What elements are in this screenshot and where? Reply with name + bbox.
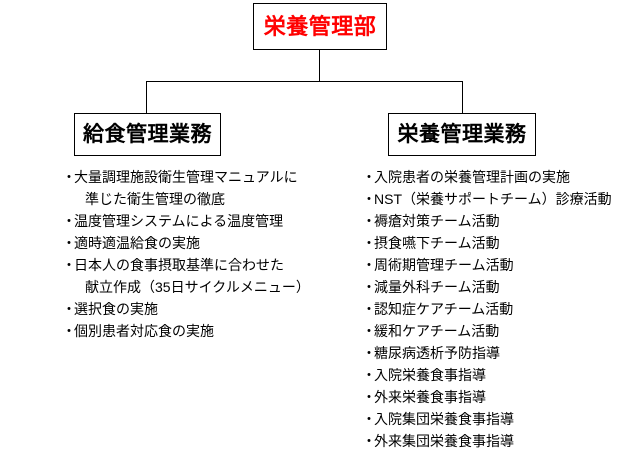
bullet-icon: ・ bbox=[362, 367, 376, 383]
bullet-icon: ・ bbox=[362, 323, 376, 339]
list-item: ・個別患者対応食の実施 bbox=[62, 320, 352, 342]
node-root-label: 栄養管理部 bbox=[263, 13, 377, 39]
list-item: ・適時適温給食の実施 bbox=[62, 232, 352, 254]
list-item: ・入院栄養食事指導 bbox=[362, 364, 626, 386]
list-item: ・日本人の食事摂取基準に合わせた献立作成（35日サイクルメニュー） bbox=[62, 254, 352, 298]
node-root: 栄養管理部 bbox=[253, 3, 387, 50]
list-item: ・緩和ケアチーム活動 bbox=[362, 320, 626, 342]
bullet-icon: ・ bbox=[362, 345, 376, 361]
list-item: ・選択食の実施 bbox=[62, 298, 352, 320]
bullet-icon: ・ bbox=[362, 433, 376, 449]
bullet-icon: ・ bbox=[62, 323, 76, 339]
list-item-text: 周術期管理チーム活動 bbox=[374, 257, 514, 273]
bullet-icon: ・ bbox=[362, 191, 376, 207]
list-item: ・褥瘡対策チーム活動 bbox=[362, 210, 626, 232]
list-item-text: 入院栄養食事指導 bbox=[374, 367, 486, 383]
bullet-icon: ・ bbox=[362, 257, 376, 273]
list-item-text: 外来集団栄養食事指導 bbox=[374, 433, 514, 449]
list-item-text: 糖尿病透析予防指導 bbox=[374, 345, 500, 361]
list-item: ・温度管理システムによる温度管理 bbox=[62, 210, 352, 232]
bullet-icon: ・ bbox=[362, 411, 376, 427]
connector-horizontal-bar bbox=[146, 81, 463, 82]
bullet-icon: ・ bbox=[362, 169, 376, 185]
list-item: ・外来栄養食事指導 bbox=[362, 386, 626, 408]
list-item: ・NST（栄養サポートチーム）診療活動 bbox=[362, 188, 626, 210]
list-item: ・外来集団栄養食事指導 bbox=[362, 430, 626, 452]
list-item-text: 献立作成（35日サイクルメニュー） bbox=[85, 279, 310, 295]
bullet-icon: ・ bbox=[362, 213, 376, 229]
list-item-text: 摂食嚥下チーム活動 bbox=[374, 235, 500, 251]
list-item-text: 日本人の食事摂取基準に合わせた bbox=[74, 257, 284, 273]
list-item: ・入院患者の栄養管理計画の実施 bbox=[362, 166, 626, 188]
bullet-icon: ・ bbox=[62, 169, 76, 185]
node-nutrition-management: 栄養管理業務 bbox=[388, 113, 536, 156]
bullet-icon: ・ bbox=[362, 389, 376, 405]
bullet-icon: ・ bbox=[362, 301, 376, 317]
list-item: ・入院集団栄養食事指導 bbox=[362, 408, 626, 430]
node-meal-service: 給食管理業務 bbox=[74, 113, 221, 156]
list-item: ・摂食嚥下チーム活動 bbox=[362, 232, 626, 254]
bullet-icon: ・ bbox=[62, 301, 76, 317]
bullet-icon: ・ bbox=[62, 257, 76, 273]
bullet-icon: ・ bbox=[62, 235, 76, 251]
list-item-text: 緩和ケアチーム活動 bbox=[374, 323, 500, 339]
list-item-text: 入院集団栄養食事指導 bbox=[374, 411, 514, 427]
list-item-text: 温度管理システムによる温度管理 bbox=[74, 213, 284, 229]
bullet-icon: ・ bbox=[362, 235, 376, 251]
node-nutrition-management-label: 栄養管理業務 bbox=[397, 123, 527, 146]
list-nutrition-management: ・入院患者の栄養管理計画の実施・NST（栄養サポートチーム）診療活動・褥瘡対策チ… bbox=[362, 166, 626, 452]
node-meal-service-label: 給食管理業務 bbox=[83, 123, 212, 146]
bullet-icon: ・ bbox=[362, 279, 376, 295]
connector-right-vertical bbox=[462, 81, 463, 114]
list-item-text: 外来栄養食事指導 bbox=[374, 389, 486, 405]
list-item: ・大量調理施設衛生管理マニュアルに準じた衛生管理の徹底 bbox=[62, 166, 352, 210]
list-item-text: 選択食の実施 bbox=[74, 301, 158, 317]
list-item: ・認知症ケアチーム活動 bbox=[362, 298, 626, 320]
list-item: ・周術期管理チーム活動 bbox=[362, 254, 626, 276]
list-item-text: 個別患者対応食の実施 bbox=[74, 323, 214, 339]
connector-left-vertical bbox=[146, 81, 147, 114]
list-item: ・糖尿病透析予防指導 bbox=[362, 342, 626, 364]
list-item-text: NST（栄養サポートチーム）診療活動 bbox=[374, 191, 612, 207]
list-item-text: 適時適温給食の実施 bbox=[74, 235, 200, 251]
list-item-text: 準じた衛生管理の徹底 bbox=[85, 191, 225, 207]
list-item-text: 入院患者の栄養管理計画の実施 bbox=[374, 169, 570, 185]
list-meal-service: ・大量調理施設衛生管理マニュアルに準じた衛生管理の徹底・温度管理システムによる温… bbox=[62, 166, 352, 342]
list-item-text: 減量外科チーム活動 bbox=[374, 279, 500, 295]
list-item: ・減量外科チーム活動 bbox=[362, 276, 626, 298]
list-item-text: 大量調理施設衛生管理マニュアルに bbox=[74, 169, 298, 185]
bullet-icon: ・ bbox=[62, 213, 76, 229]
connector-root-vertical bbox=[319, 50, 320, 82]
list-item-text: 褥瘡対策チーム活動 bbox=[374, 213, 500, 229]
list-item-text: 認知症ケアチーム活動 bbox=[374, 301, 514, 317]
